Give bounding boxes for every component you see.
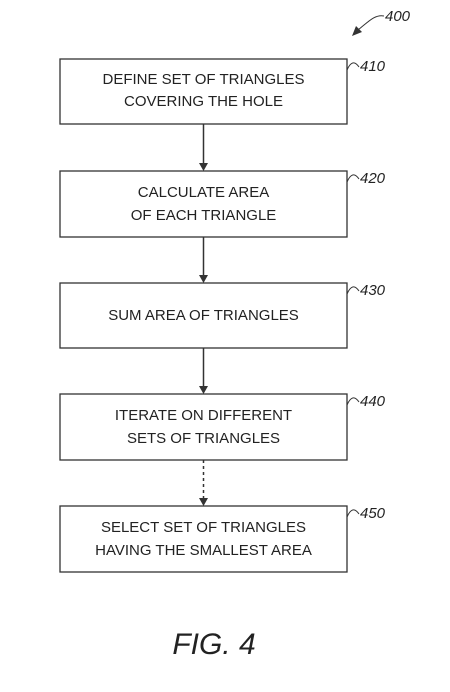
step-text-line: CALCULATE AREA bbox=[138, 184, 269, 201]
step-ref-leader bbox=[346, 62, 360, 71]
step-ref-number: 440 bbox=[360, 393, 386, 410]
step-ref-number: 430 bbox=[360, 282, 386, 299]
figure-ref-arrowhead bbox=[352, 26, 362, 36]
step-box bbox=[59, 393, 348, 461]
connector-410-420 bbox=[199, 124, 208, 171]
step-box bbox=[59, 282, 348, 349]
connector-arrowhead bbox=[199, 498, 208, 506]
figure-caption: FIG. 4 bbox=[172, 628, 255, 661]
step-ref-number: 420 bbox=[360, 170, 386, 187]
step-ref-leader bbox=[346, 174, 360, 183]
step-ref-number: 410 bbox=[360, 58, 386, 75]
figure-ref-number: 400 bbox=[385, 8, 411, 25]
step-ref-leader bbox=[346, 286, 360, 295]
connector-arrowhead bbox=[199, 275, 208, 283]
step-440: ITERATE ON DIFFERENT SETS OF TRIANGLES 4… bbox=[59, 393, 386, 461]
connector-arrowhead bbox=[199, 386, 208, 394]
step-text-line: SETS OF TRIANGLES bbox=[127, 430, 280, 447]
step-box bbox=[59, 58, 348, 125]
step-text-line: SELECT SET OF TRIANGLES bbox=[101, 519, 306, 536]
step-ref-leader bbox=[346, 397, 360, 406]
step-text-line: COVERING THE HOLE bbox=[124, 93, 283, 110]
step-text-line: OF EACH TRIANGLE bbox=[131, 207, 277, 224]
step-410: DEFINE SET OF TRIANGLES COVERING THE HOL… bbox=[59, 58, 386, 125]
connector-430-440 bbox=[199, 348, 208, 394]
figure-ref-group: 400 bbox=[352, 8, 411, 36]
step-text-line: HAVING THE SMALLEST AREA bbox=[95, 542, 312, 559]
step-box bbox=[59, 170, 348, 238]
connector-arrowhead bbox=[199, 163, 208, 171]
step-450: SELECT SET OF TRIANGLES HAVING THE SMALL… bbox=[59, 505, 386, 573]
step-430: SUM AREA OF TRIANGLES 430 bbox=[59, 282, 386, 349]
step-420: CALCULATE AREA OF EACH TRIANGLE 420 bbox=[59, 170, 386, 238]
figure-ref-leader bbox=[357, 15, 385, 31]
step-text-line: SUM AREA OF TRIANGLES bbox=[108, 307, 299, 324]
step-text-line: DEFINE SET OF TRIANGLES bbox=[103, 71, 305, 88]
step-ref-leader bbox=[346, 509, 360, 518]
connector-440-450 bbox=[199, 460, 208, 506]
step-ref-number: 450 bbox=[360, 505, 386, 522]
connector-420-430 bbox=[199, 237, 208, 283]
step-text-line: ITERATE ON DIFFERENT bbox=[115, 407, 292, 424]
step-box bbox=[59, 505, 348, 573]
